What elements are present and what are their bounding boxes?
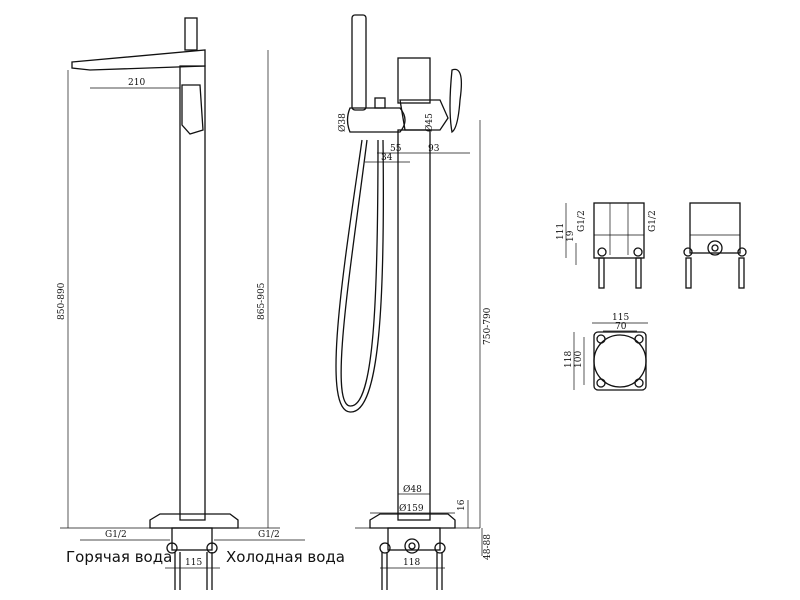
dim-dia-column: Ø48 [403,484,422,495]
dim-height-body: 865-905 [257,282,267,320]
dim-box-thread-right: G1/2 [648,210,658,232]
dim-install-depth: 48-88 [483,534,493,560]
caption-cold-water: Холодная вода [226,548,345,566]
base-plate [369,513,456,529]
base-plate [149,513,239,529]
spout-outline [71,49,206,71]
dim-front-base-width: 118 [403,558,420,568]
mounting-box-top: 115 70 118 100 [564,313,648,391]
dim-93: 93 [428,144,440,154]
dim-spout-reach: 210 [128,78,145,88]
shower-holder-body [346,107,406,133]
dim-55: 55 [390,144,402,154]
mounting-box-elevations: 111 19 G1/2 G1/2 [556,202,747,289]
dim-thread-right: G1/2 [258,530,280,540]
dim-dia-lever: Ø45 [424,113,435,132]
column-outline [179,65,206,521]
dim-top-width-inner: 70 [615,322,627,332]
hand-shower [351,14,367,111]
box-top-outline [593,331,647,391]
dim-thread-left: G1/2 [105,530,127,540]
dim-34: 34 [381,153,393,163]
lever-handle [449,68,463,134]
dim-box-height: 111 [556,223,566,240]
side-view: 210 850-890 865-905 G1/2 G1/2 115 Горяча… [57,17,345,590]
lever-body [397,57,431,104]
dim-base-width: 115 [185,558,202,568]
column-outline [397,129,431,521]
dim-16: 16 [457,499,467,511]
dim-dia-holder: Ø38 [337,113,348,132]
dim-box-thread-left: G1/2 [577,210,587,232]
dim-top-height-inner: 100 [574,351,584,368]
handle-outline [181,84,204,135]
front-view: Ø38 Ø45 55 93 34 750-790 Ø48 Ø159 16 48-… [335,14,493,590]
hand-shower-holder [184,17,198,51]
dim-height-column: 750-790 [483,307,493,345]
caption-hot-water: Горячая вода [66,548,172,566]
dim-top-height-outer: 118 [564,351,574,368]
dim-box-offset: 19 [566,230,576,242]
dim-height-total: 850-890 [57,282,67,320]
dim-top-width-outer: 115 [612,313,629,323]
mounting-box [171,527,213,551]
shower-hose [335,139,385,413]
box-side [689,202,741,254]
box-front [593,202,645,259]
dim-dia-base: Ø159 [399,503,424,514]
